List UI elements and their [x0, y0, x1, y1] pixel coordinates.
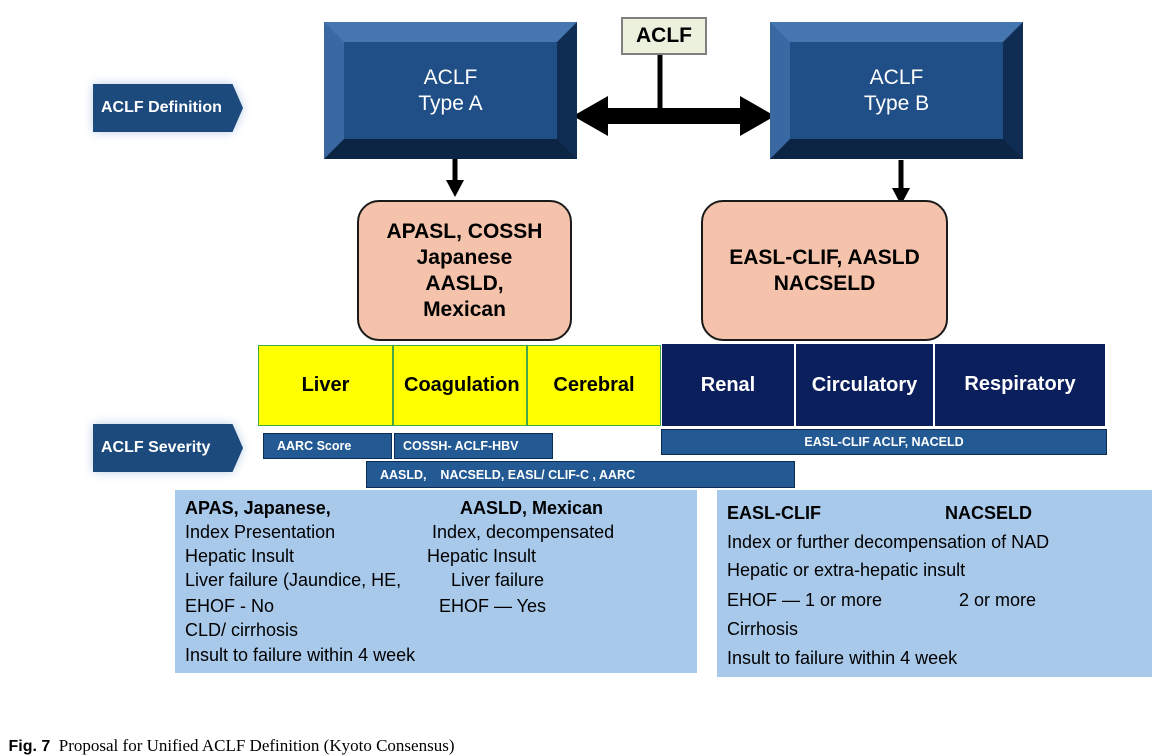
- organ-label: Circulatory: [811, 373, 918, 396]
- combined-scores-bar: AASLD, NACSELD, EASL/ CLIF-C , AARC: [366, 461, 795, 488]
- definition-tag-text: ACLF Definition: [101, 99, 222, 116]
- criteria-a-line: Mexican: [423, 297, 506, 321]
- type-a-line2: Type A: [418, 91, 483, 115]
- figure-caption: Fig. 7 Proposal for Unified ACLF Definit…: [0, 716, 455, 756]
- aclf-definition-tag: ACLF Definition: [93, 84, 243, 132]
- organ-respiratory: Respiratory: [934, 343, 1106, 427]
- type-a-features-panel: APAS, Japanese, AASLD, Mexican Index Pre…: [175, 490, 697, 673]
- panel-a-row-left: EHOF - No: [185, 596, 275, 616]
- panel-a-head-left: APAS, Japanese,: [185, 498, 331, 518]
- type-b-line2: Type B: [863, 91, 930, 115]
- organ-renal: Renal: [661, 343, 795, 427]
- panel-a-row-left: Index Presentation: [185, 522, 336, 542]
- organ-liver: Liver: [258, 345, 393, 426]
- panel-b-head-right: NACSELD: [945, 503, 1033, 523]
- aclf-top-label: ACLF: [621, 17, 707, 55]
- cossh-bar: COSSH- ACLF-HBV: [394, 433, 553, 459]
- panel-a-row-right: Liver failure: [451, 570, 545, 590]
- bar-label: AARC Score: [277, 439, 352, 453]
- type-a-line1: ACLF: [423, 65, 478, 89]
- criteria-a-line: APASL, COSSH: [386, 219, 543, 243]
- organ-cerebral: Cerebral: [527, 345, 661, 426]
- caption-text: Proposal for Unified ACLF Definition (Ky…: [58, 736, 455, 755]
- panel-a-row-right: Index, decompensated: [432, 522, 615, 542]
- easl-naceld-bar: EASL-CLIF ACLF, NACELD: [661, 429, 1107, 455]
- aclf-type-b-box: ACLF Type B: [770, 22, 1023, 159]
- panel-b-line: Cirrhosis: [727, 619, 799, 639]
- type-b-line1: ACLF: [869, 65, 924, 89]
- criteria-type-a: APASL, COSSH Japanese AASLD, Mexican: [357, 200, 572, 341]
- criteria-type-b: EASL-CLIF, AASLD NACSELD: [701, 200, 948, 341]
- severity-tag-text: ACLF Severity: [101, 439, 211, 456]
- panel-a-tail-line: Insult to failure within 4 week: [185, 645, 416, 665]
- aarc-score-bar: AARC Score: [263, 433, 392, 459]
- panel-b-head-left: EASL-CLIF: [727, 503, 821, 523]
- panel-b-line: Insult to failure within 4 week: [727, 648, 958, 668]
- organ-label: Cerebral: [553, 374, 635, 396]
- criteria-a-line: Japanese: [416, 245, 513, 269]
- panel-a-row-left: Hepatic Insult: [185, 546, 295, 566]
- panel-b-ehof-left: EHOF — 1 or more: [727, 590, 883, 610]
- bar-label: AASLD, NACSELD, EASL/ CLIF-C , AARC: [380, 467, 636, 482]
- criteria-b-line: EASL-CLIF, AASLD: [729, 245, 920, 269]
- aclf-type-a-box: ACLF Type A: [324, 22, 577, 159]
- caption-label: Fig. 7: [8, 738, 51, 755]
- panel-b-ehof-right: 2 or more: [959, 590, 1037, 610]
- panel-b-line: Index or further decompensation of NAD: [727, 532, 1050, 552]
- criteria-a-line: AASLD,: [425, 271, 504, 295]
- panel-a-head-right: AASLD, Mexican: [460, 498, 604, 518]
- aclf-severity-tag: ACLF Severity: [93, 424, 243, 472]
- panel-a-row-right: EHOF — Yes: [439, 596, 547, 616]
- bar-label: EASL-CLIF ACLF, NACELD: [804, 435, 964, 449]
- type-b-features-panel: EASL-CLIF NACSELD Index or further decom…: [717, 490, 1152, 677]
- criteria-b-line: NACSELD: [773, 271, 876, 295]
- organ-label: Respiratory: [964, 373, 1076, 395]
- organ-coagulation: Coagulation: [393, 345, 527, 426]
- aclf-top-text: ACLF: [636, 24, 692, 47]
- panel-b-line: Hepatic or extra-hepatic insult: [727, 560, 966, 580]
- organ-label: Renal: [700, 373, 756, 396]
- down-arrow-b: [892, 188, 910, 205]
- double-arrow: [573, 96, 775, 136]
- organ-label: Coagulation: [404, 374, 520, 396]
- organ-circulatory: Circulatory: [795, 343, 934, 427]
- bar-label: COSSH- ACLF-HBV: [403, 439, 519, 453]
- organ-label: Liver: [301, 374, 350, 396]
- panel-a-row-left: Liver failure (Jaundice, HE,: [185, 570, 402, 590]
- panel-a-row-right: Hepatic Insult: [427, 546, 537, 566]
- down-arrow-a: [446, 180, 464, 197]
- panel-a-tail-line: CLD/ cirrhosis: [185, 620, 299, 640]
